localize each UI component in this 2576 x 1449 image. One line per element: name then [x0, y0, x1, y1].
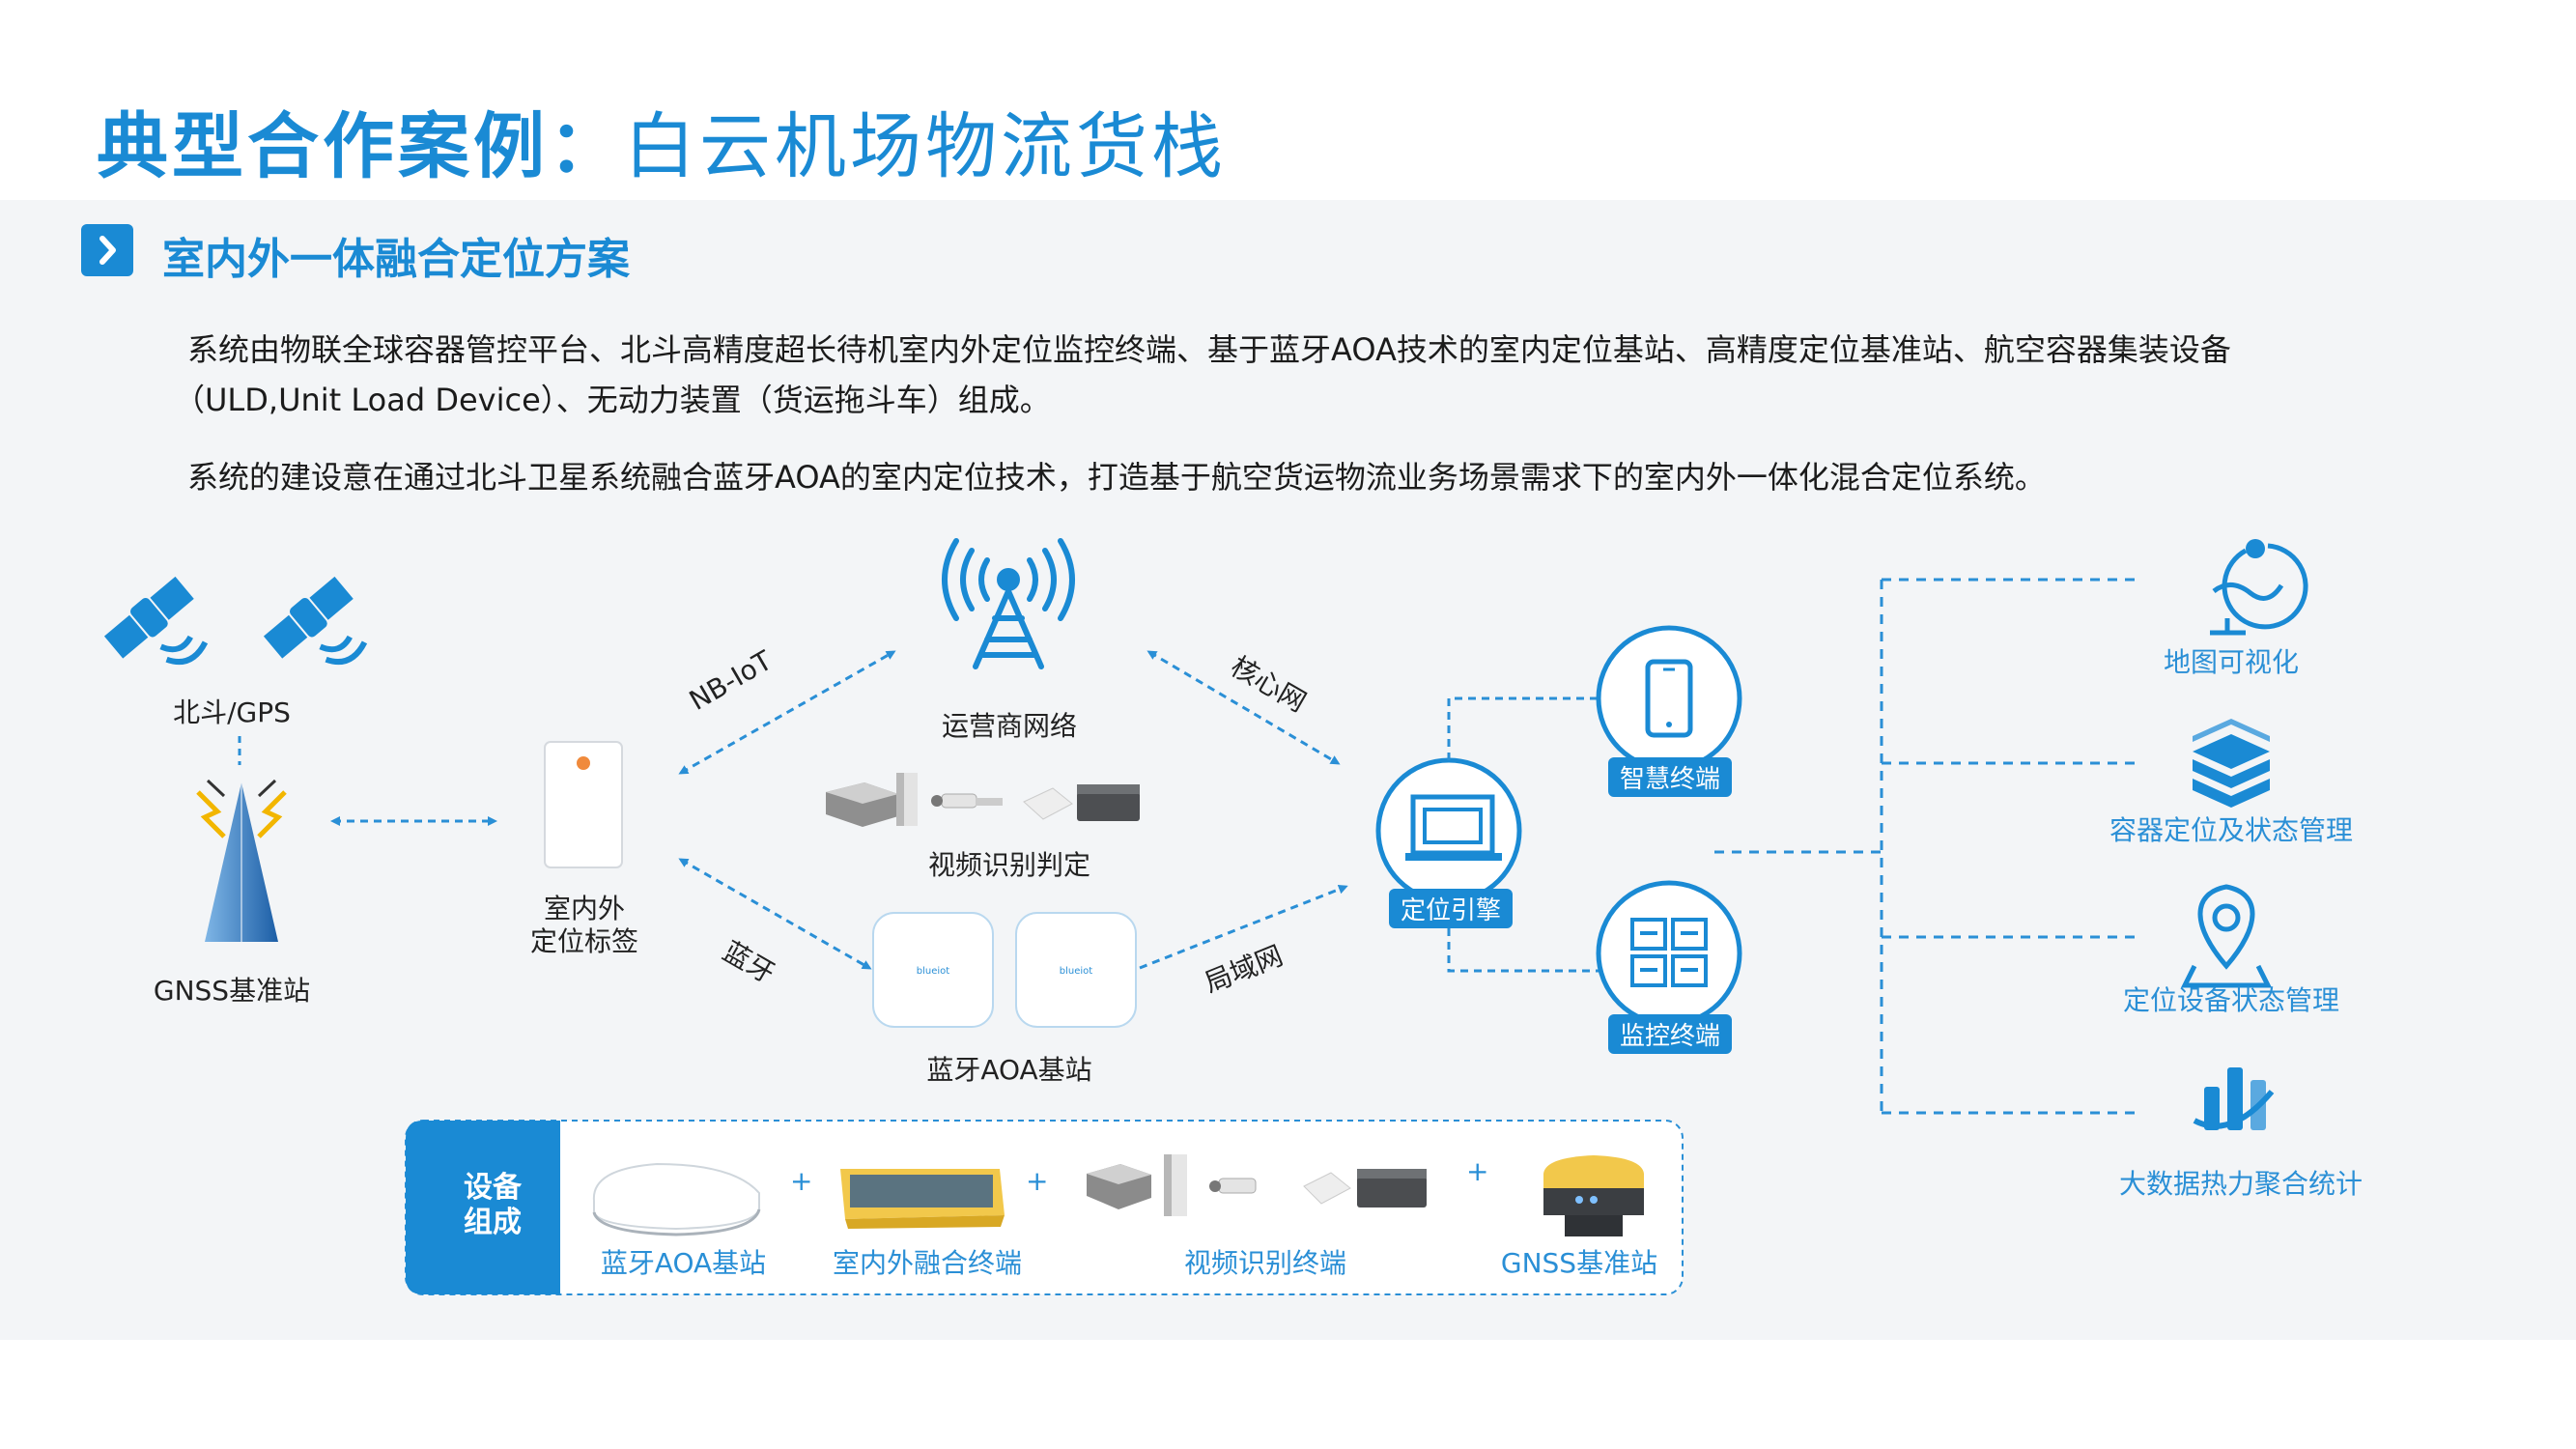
positioning-tag-icon	[545, 742, 622, 867]
fusion-terminal-product-icon	[840, 1169, 1005, 1229]
plus-sign: +	[790, 1165, 812, 1197]
equipment-fusion-terminal: 室内外融合终端	[821, 1242, 1033, 1281]
satellite-label: 北斗/GPS	[164, 692, 299, 730]
carrier-network-label: 运营商网络	[927, 705, 1091, 744]
positioning-engine-icon	[1378, 760, 1519, 901]
monitor-terminal-badge: 监控终端	[1608, 1014, 1732, 1054]
feature-map-visualization: 地图可视化	[2077, 641, 2386, 680]
equipment-video-terminal: 视频识别终端	[1159, 1242, 1372, 1281]
smart-terminal-icon	[1599, 628, 1740, 769]
svg-text:blueiot: blueiot	[917, 966, 950, 977]
container-stack-icon	[2193, 719, 2270, 808]
video-devices-icon	[826, 773, 1140, 827]
feature-tree-connector	[1714, 580, 2139, 1113]
plus-sign: +	[1026, 1165, 1048, 1197]
feature-container-management: 容器定位及状态管理	[2077, 810, 2386, 848]
location-pin-icon	[2185, 887, 2268, 985]
monitor-terminal-icon	[1599, 883, 1740, 1024]
bigdata-chart-icon	[2194, 1067, 2272, 1130]
gnss-tower-icon	[198, 781, 285, 942]
equipment-aoa-station: 蓝牙AOA基站	[580, 1242, 787, 1281]
svg-text:blueiot: blueiot	[1060, 966, 1093, 977]
map-globe-icon	[2210, 539, 2306, 633]
equipment-gnss-station: GNSS基准站	[1487, 1242, 1671, 1281]
equipment-header: 设备组成	[425, 1171, 560, 1240]
satellite-icon	[101, 574, 222, 693]
positioning-engine-badge: 定位引擎	[1389, 889, 1513, 928]
video-recognition-label: 视频识别判定	[918, 844, 1101, 883]
tag-label: 室内外定位标签	[502, 893, 666, 958]
feature-bigdata-heatmap: 大数据热力聚合统计	[2086, 1163, 2395, 1202]
smart-terminal-badge: 智慧终端	[1608, 757, 1732, 797]
feature-device-status: 定位设备状态管理	[2077, 980, 2386, 1018]
satellite-icon	[261, 574, 382, 693]
bluetooth-aoa-station-icon: blueiot blueiot	[873, 913, 1136, 1027]
plus-sign: +	[1466, 1155, 1488, 1187]
cell-tower-icon	[945, 541, 1072, 667]
gnss-station-label: GNSS基准站	[145, 970, 319, 1009]
aoa-station-label: 蓝牙AOA基站	[913, 1049, 1106, 1088]
